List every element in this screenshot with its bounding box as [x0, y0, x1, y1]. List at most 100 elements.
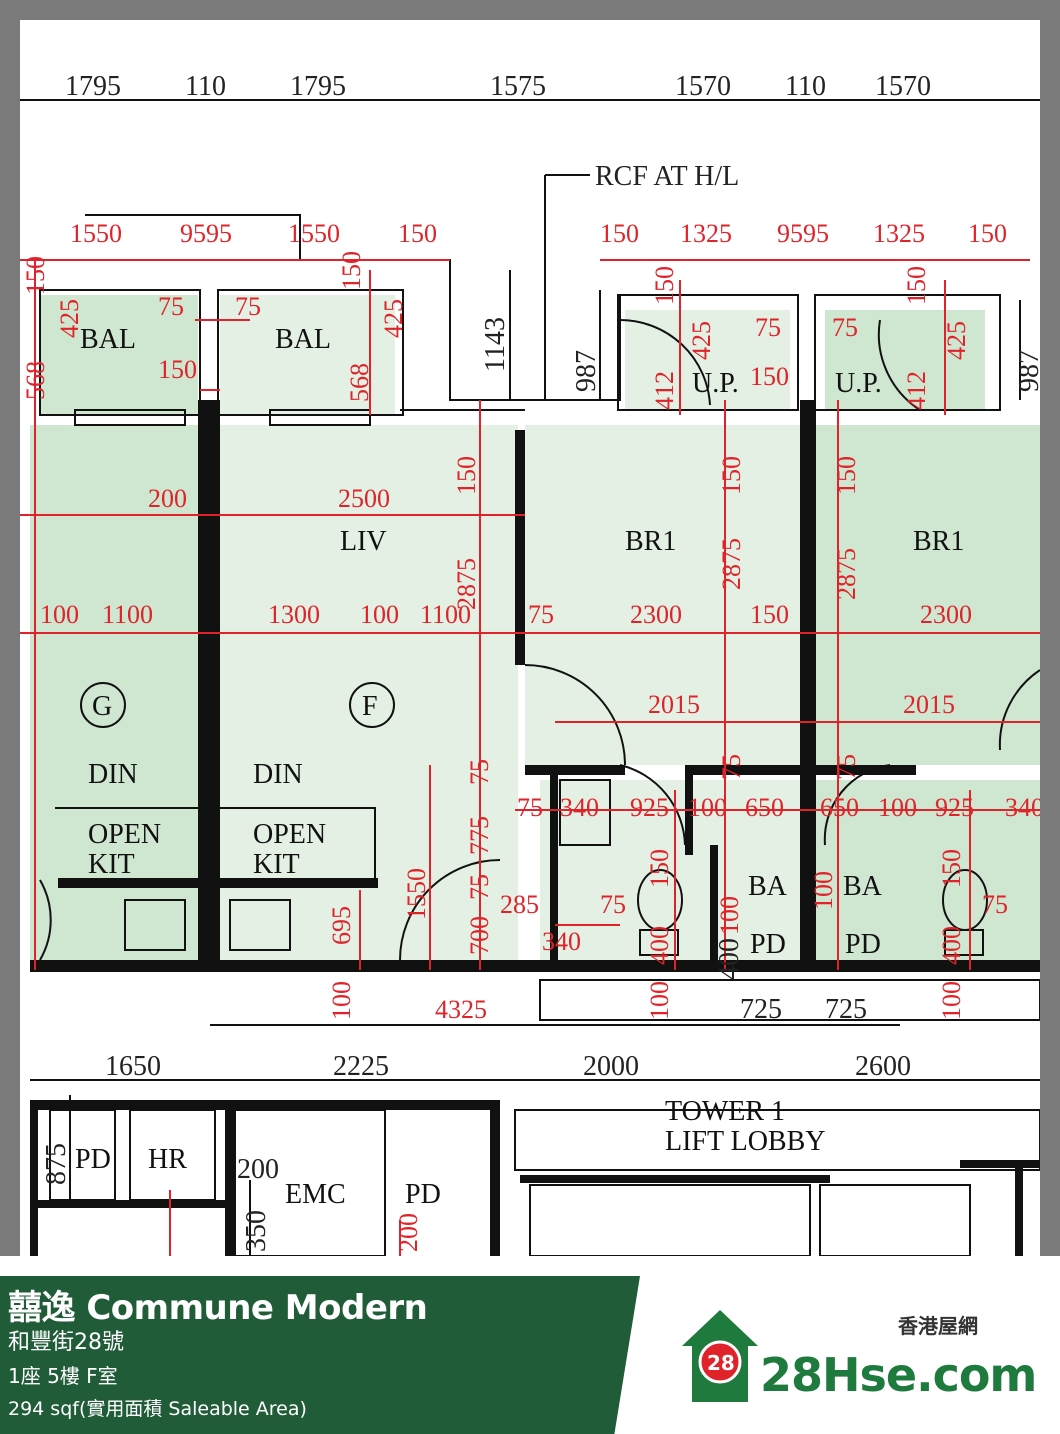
dim-2300-b: 2300: [920, 600, 972, 629]
lobby-label-2: LIFT LOBBY: [665, 1126, 826, 1157]
dim-v-150-d: 150: [902, 266, 931, 305]
room-label-pd-3: PD: [75, 1144, 111, 1175]
dim-v-987-a: 987: [571, 350, 602, 392]
dim-2225: 2225: [333, 1051, 389, 1082]
dim-v-350: 350: [241, 1210, 272, 1252]
dim-v-100-a: 100: [327, 981, 356, 1020]
room-fill-bal-1: [40, 295, 198, 415]
dim-100-d: 100: [878, 793, 917, 822]
room-label-hr: HR: [148, 1144, 187, 1175]
room-label-pd-4: PD: [405, 1179, 441, 1210]
room-label-liv: LIV: [340, 526, 387, 557]
dim-v-150-h: 150: [645, 849, 674, 888]
dim-v-700: 700: [465, 916, 494, 955]
dim-925-a: 925: [630, 793, 669, 822]
unit-mark-f-circle: [349, 682, 395, 728]
top-dim-1: 1795: [65, 71, 121, 102]
dim-1650: 1650: [105, 1051, 161, 1082]
dim-75-h: 75: [832, 313, 858, 342]
listing-footer: 囍逸 Commune Modern 和豐街28號 1座 5樓 F室 294 sq…: [0, 1256, 1060, 1434]
dim-200-lower: 200: [237, 1154, 279, 1185]
brand-subtitle: 香港屋網: [898, 1314, 978, 1338]
dim-v-425-b: 425: [379, 299, 408, 338]
dim-v-150-g: 150: [832, 456, 861, 495]
structural-dimension-lines: [20, 99, 1040, 1256]
brand-name[interactable]: 28Hse.com: [760, 1348, 1037, 1402]
dim-v-150-a: 150: [21, 256, 50, 295]
room-fill-br1-b: [815, 425, 1040, 765]
dim-v-875: 875: [41, 1143, 72, 1185]
top-dim-6: 110: [785, 71, 826, 102]
dim-725-a: 725: [740, 994, 782, 1025]
dimension-lines: [20, 259, 1040, 1256]
dim-75-d: 75: [982, 890, 1008, 919]
top-dim-2: 110: [185, 71, 226, 102]
unit-mark-g-circle: [80, 682, 126, 728]
dim-v-150-e: 150: [452, 456, 481, 495]
room-label-up-1: U.P.: [692, 368, 739, 399]
dim-340-a: 340: [560, 793, 599, 822]
dim-75-b: 75: [517, 793, 543, 822]
dim-v-200-lower: 200: [394, 1213, 423, 1252]
dim-v-568-b: 568: [345, 363, 374, 402]
dim-150-b: 150: [158, 355, 197, 384]
room-label-emc: EMC: [285, 1179, 346, 1210]
room-label-pd-2: PD: [845, 929, 881, 960]
dim-9595-left: 9595: [180, 219, 232, 248]
room-label-kit-g: KIT: [88, 849, 135, 880]
estate-title: 囍逸 Commune Modern: [8, 1288, 428, 1328]
room-fill-br1-a: [525, 425, 800, 765]
unit-info: 1座 5樓 F室: [8, 1364, 118, 1388]
outline-lines: [39, 214, 1040, 1256]
dim-v-150-c: 150: [650, 266, 679, 305]
dim-v-100-e: 100: [937, 981, 966, 1020]
dim-340-b: 340: [1005, 793, 1040, 822]
dim-v-412-b: 412: [902, 371, 931, 410]
unit-mark-f: F: [362, 691, 378, 722]
top-dim-4: 1575: [490, 71, 546, 102]
room-fill-bal-2: [220, 295, 395, 415]
dim-v-400-c: 400: [937, 926, 966, 965]
dim-v-400-b: 400: [714, 938, 745, 980]
walls: [30, 400, 1040, 1256]
dim-v-75-a: 75: [717, 754, 746, 780]
room-label-pd-1: PD: [750, 929, 786, 960]
dim-v-987-b: 987: [1014, 350, 1040, 392]
dim-100-a: 100: [40, 600, 79, 629]
room-label-din-f: DIN: [253, 759, 303, 790]
dim-150-c: 150: [750, 362, 789, 391]
dim-1100-b: 1100: [420, 600, 471, 629]
dim-v-75-c: 75: [465, 759, 494, 785]
dim-v-425-a: 425: [55, 299, 84, 338]
dim-v-100-b: 100: [645, 981, 674, 1020]
room-fill-bath-2: [815, 780, 1040, 970]
dim-150-mid: 150: [398, 219, 437, 248]
dim-1100-a: 1100: [102, 600, 153, 629]
dim-v-568-a: 568: [21, 361, 50, 400]
dim-v-75-d: 75: [465, 874, 494, 900]
dim-150-r2: 150: [968, 219, 1007, 248]
dim-v-2875-b: 2875: [717, 538, 746, 590]
dim-v-400-a: 400: [645, 926, 674, 965]
dim-150-a: 150: [750, 600, 789, 629]
dim-1300: 1300: [268, 600, 320, 629]
dim-75-c: 75: [600, 890, 626, 919]
dim-v-2875-c: 2875: [832, 548, 861, 600]
dim-285: 285: [500, 890, 539, 919]
saleable-area: 294 sqf(實用面積 Saleable Area): [8, 1398, 307, 1420]
dim-1550-left: 1550: [70, 219, 122, 248]
top-dim-7: 1570: [875, 71, 931, 102]
room-label-open-f: OPEN: [253, 819, 326, 850]
dim-v-775: 775: [465, 816, 494, 855]
room-label-kit-f: KIT: [253, 849, 300, 880]
dim-200: 200: [148, 484, 187, 513]
dim-650-a: 650: [745, 793, 784, 822]
dim-2500: 2500: [338, 484, 390, 513]
top-dim-5: 1570: [675, 71, 731, 102]
dim-2000: 2000: [583, 1051, 639, 1082]
dim-v-425-d: 425: [942, 321, 971, 360]
dim-2600: 2600: [855, 1051, 911, 1082]
dim-v-425-c: 425: [687, 321, 716, 360]
dim-4325: 4325: [435, 995, 487, 1024]
listing-info-panel: 囍逸 Commune Modern 和豐街28號 1座 5樓 F室 294 sq…: [0, 1276, 640, 1434]
